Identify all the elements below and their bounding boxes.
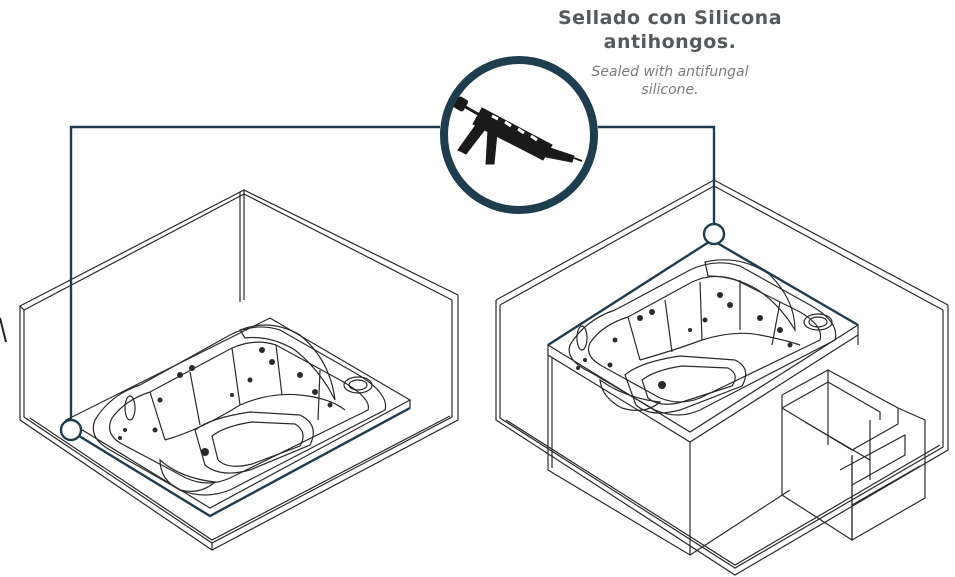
right-seal-marker [702, 222, 726, 246]
caulking-gun-icon [453, 96, 583, 165]
right-scene [495, 179, 949, 576]
left-room [18, 189, 459, 551]
edge-fragment [0, 317, 7, 343]
left-tub [64, 317, 412, 517]
left-seal-marker [59, 418, 83, 442]
callout-title-line-2: antihongos. [603, 31, 737, 53]
right-tub-jets [576, 292, 793, 389]
left-seal-line [65, 406, 411, 518]
right-leader-line [598, 125, 716, 224]
right-tub-steps [781, 368, 926, 542]
callout-title: Sellado con Silicona antihongos. [520, 6, 820, 54]
callout-title-line-1: Sellado con Silicona [557, 7, 783, 29]
left-leader-line [69, 125, 440, 420]
callout-subtitle-line-2: silicone. [641, 82, 699, 98]
callout-badge [440, 56, 598, 214]
right-tub [546, 239, 926, 557]
left-scene [18, 189, 459, 551]
callout-subtitle-line-1: Sealed with antifungal [591, 64, 749, 80]
left-tub-jets [118, 347, 333, 456]
callout-subtitle: Sealed with antifungal silicone. [560, 63, 780, 99]
